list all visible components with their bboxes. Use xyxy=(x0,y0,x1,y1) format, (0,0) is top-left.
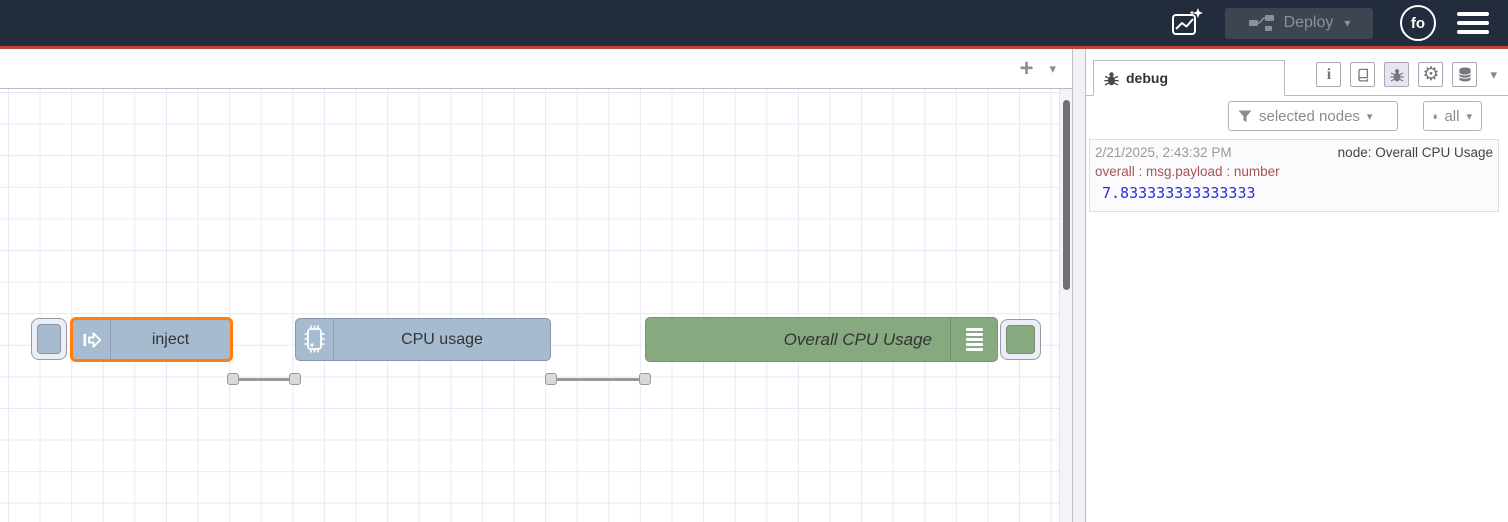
deploy-nodes-icon xyxy=(1248,15,1274,31)
cpu-chip-icon xyxy=(296,319,334,360)
book-icon xyxy=(1358,68,1369,81)
debug-sidebar: debug i xyxy=(1086,49,1508,522)
message-source-node: node: Overall CPU Usage xyxy=(1337,145,1493,160)
header-accent-line xyxy=(0,46,1508,49)
debug-tab-button[interactable] xyxy=(1384,62,1410,87)
info-tab-button[interactable]: i xyxy=(1316,62,1342,87)
info-icon: i xyxy=(1326,65,1332,83)
sidebar-toolbar: i xyxy=(1316,62,1497,87)
flow-list-caret-icon[interactable]: ▾ xyxy=(1049,60,1056,76)
debug-list-icon xyxy=(950,318,997,361)
debug-filter-label: selected nodes xyxy=(1259,107,1360,125)
debug-toggle-button-face xyxy=(1006,325,1035,354)
message-value[interactable]: 7.833333333333333 xyxy=(1102,184,1256,202)
node-overall-cpu-usage-label: Overall CPU Usage xyxy=(783,329,932,349)
gear-icon: ⚙ xyxy=(1422,64,1440,85)
add-flow-button[interactable]: + xyxy=(1019,54,1034,82)
deploy-button[interactable]: Deploy ▾ xyxy=(1225,7,1373,39)
clear-caret-icon: ▾ xyxy=(1466,110,1472,123)
flow-tab-bar: + ▾ xyxy=(0,49,1072,89)
context-data-icon xyxy=(1458,67,1472,82)
debug-filter-button[interactable]: selected nodes ▾ xyxy=(1228,101,1398,131)
debug-input-port[interactable] xyxy=(639,373,651,385)
sidebar-options-caret-icon[interactable]: ▾ xyxy=(1490,66,1497,82)
wire-cpu-to-debug[interactable] xyxy=(551,378,645,381)
trash-icon xyxy=(1433,113,1438,119)
context-data-tab-button[interactable] xyxy=(1452,62,1478,87)
wire-inject-to-cpu[interactable] xyxy=(233,378,295,381)
tab-debug[interactable]: debug xyxy=(1093,60,1285,96)
message-property: overall : msg.payload : number xyxy=(1095,164,1280,179)
user-avatar[interactable]: fo xyxy=(1400,5,1436,41)
canvas-scrollbar-thumb[interactable] xyxy=(1063,100,1070,290)
workspace: + ▾ xyxy=(0,49,1072,522)
deploy-label: Deploy xyxy=(1283,14,1334,31)
inject-output-port[interactable] xyxy=(227,373,239,385)
inject-arrow-icon xyxy=(73,320,111,359)
sidebar-splitter[interactable] xyxy=(1072,49,1086,522)
node-cpu-usage[interactable]: CPU usage xyxy=(295,318,551,361)
bug-icon xyxy=(1390,68,1404,82)
filter-caret-icon: ▾ xyxy=(1366,110,1373,123)
debug-clear-button[interactable]: all ▾ xyxy=(1423,101,1482,131)
debug-message[interactable]: 2/21/2025, 2:43:32 PM node: Overall CPU … xyxy=(1089,139,1499,212)
inject-trigger-button-face xyxy=(37,324,61,354)
assistant-flow-sparkle-icon[interactable] xyxy=(1167,6,1207,40)
deploy-caret-icon[interactable]: ▾ xyxy=(1344,16,1351,30)
cpu-output-port[interactable] xyxy=(545,373,557,385)
debug-filter-bar: selected nodes ▾ all ▾ xyxy=(1086,96,1508,136)
canvas-vertical-scrollbar[interactable] xyxy=(1059,89,1072,522)
cpu-input-port[interactable] xyxy=(289,373,301,385)
flow-canvas[interactable]: inject xyxy=(0,89,1072,522)
help-tab-button[interactable] xyxy=(1350,62,1376,87)
debug-toggle-button[interactable] xyxy=(1000,319,1041,360)
inject-trigger-button[interactable] xyxy=(31,318,67,360)
node-cpu-usage-label: CPU usage xyxy=(401,330,483,348)
message-timestamp: 2/21/2025, 2:43:32 PM xyxy=(1095,145,1232,160)
node-inject-label: inject xyxy=(151,330,190,348)
node-overall-cpu-usage[interactable]: Overall CPU Usage xyxy=(645,317,998,362)
node-inject[interactable]: inject xyxy=(70,317,233,362)
config-nodes-tab-button[interactable]: ⚙ xyxy=(1418,62,1444,87)
debug-message-list[interactable]: 2/21/2025, 2:43:32 PM node: Overall CPU … xyxy=(1086,137,1508,522)
filter-funnel-icon xyxy=(1238,110,1252,122)
avatar-initials: fo xyxy=(1410,14,1426,32)
sidebar-tab-bar: debug i xyxy=(1086,49,1508,96)
flow-sparkle-icon xyxy=(1172,8,1203,35)
debug-clear-label: all xyxy=(1444,107,1460,125)
bug-icon xyxy=(1104,71,1119,85)
tab-debug-label: debug xyxy=(1126,70,1168,86)
hamburger-menu-icon[interactable] xyxy=(1457,12,1489,34)
header: Deploy ▾ fo xyxy=(0,0,1508,46)
